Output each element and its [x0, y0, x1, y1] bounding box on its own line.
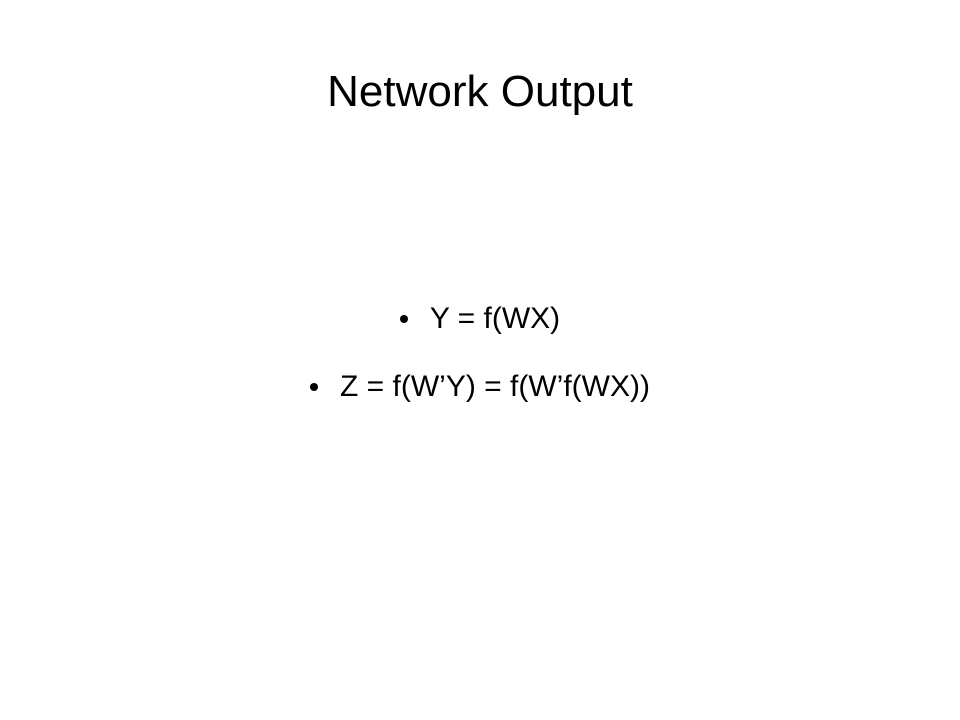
bullet-icon [399, 315, 408, 323]
list-item: Y = f(WX) [399, 300, 561, 338]
bullet-text: Y = f(WX) [429, 302, 561, 335]
bullet-list: Y = f(WX) Z = f(W’Y) = f(W’f(WX)) [0, 300, 960, 436]
list-item: Z = f(W’Y) = f(W’f(WX)) [310, 368, 650, 406]
bullet-icon [310, 383, 319, 391]
slide-title: Network Output [327, 67, 633, 116]
bullet-text: Z = f(W’Y) = f(W’f(WX)) [340, 370, 650, 403]
